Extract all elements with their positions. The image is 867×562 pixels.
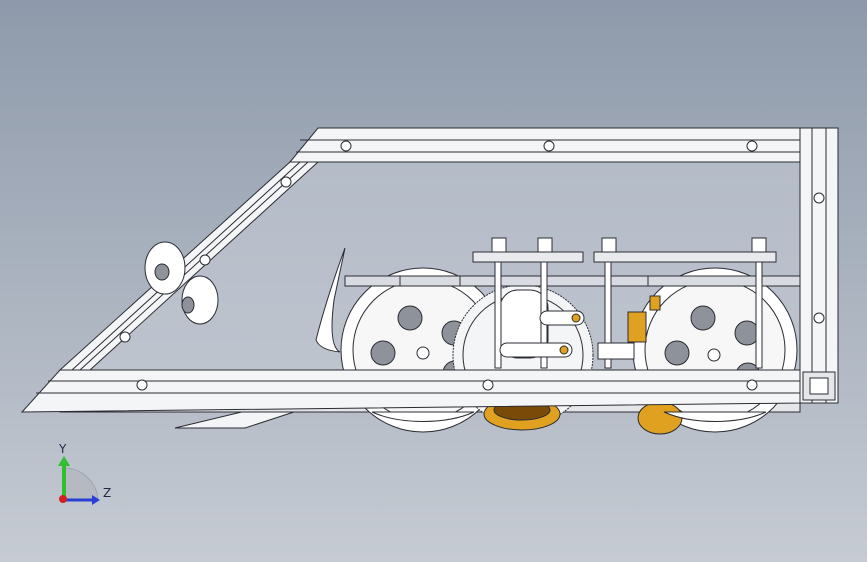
rear-vertical-rail: [799, 127, 839, 404]
standoff-posts: [472, 237, 777, 369]
z-axis-arrow: [92, 495, 100, 505]
robot-chassis-model[interactable]: [20, 127, 839, 435]
front-rollers: [144, 241, 219, 325]
rear-wheel-bottom: [371, 411, 475, 422]
y-axis-arrow: [58, 456, 70, 466]
front-wheel-bottom: [663, 411, 767, 422]
coordinate-triad: Y Z: [58, 442, 111, 505]
y-axis-label: Y: [58, 442, 67, 456]
z-axis-label: Z: [103, 486, 111, 500]
wedge-blade: [315, 247, 346, 353]
origin-dot: [59, 495, 67, 503]
upper-deck-plate: [344, 275, 801, 287]
